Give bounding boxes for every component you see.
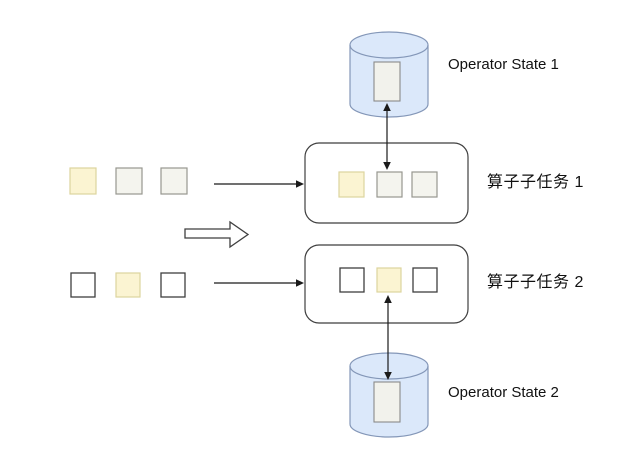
arrow-head-down-icon (384, 372, 392, 380)
subtask-2-element-yellow (376, 267, 402, 293)
subtask-2-element-white (412, 267, 438, 293)
arrow-stream1-to-subtask1 (214, 180, 304, 188)
input-stream-2 (70, 272, 186, 298)
input-stream-1 (69, 167, 188, 195)
stream-1-element-offwhite (160, 167, 188, 195)
operator-state-2-label: Operator State 2 (448, 384, 559, 401)
stream-1-element-offwhite (115, 167, 143, 195)
arrow-head-up-icon (383, 103, 391, 111)
subtask-1-box (304, 142, 469, 224)
arrow-head-icon (296, 279, 304, 287)
subtask-2-label: 算子子任务 2 (487, 274, 584, 291)
subtask-1-label: 算子子任务 1 (487, 174, 584, 191)
arrow-head-down-icon (383, 162, 391, 170)
operator-state-1-cylinder (349, 31, 429, 118)
double-arrow-subtask2-state2 (384, 295, 392, 380)
stored-state-element (373, 381, 401, 423)
stream-2-element-white (160, 272, 186, 298)
subtask-1-element-yellow (338, 171, 365, 198)
double-arrow-subtask1-state1 (383, 103, 391, 170)
cylinder-top-edge (349, 44, 429, 59)
subtask-1-element-offwhite (376, 171, 403, 198)
stream-2-element-white (70, 272, 96, 298)
block-arrow-right-icon (184, 220, 250, 249)
arrow-head-icon (296, 180, 304, 188)
subtask-2-box (304, 244, 469, 324)
stored-state-element (373, 61, 401, 102)
operator-state-2-cylinder (349, 352, 429, 438)
stream-2-element-yellow (115, 272, 141, 298)
cylinder-top-edge (349, 365, 429, 380)
arrow-head-up-icon (384, 295, 392, 303)
arrow-stream2-to-subtask2 (214, 279, 304, 287)
operator-state-1-label: Operator State 1 (448, 56, 559, 73)
stream-1-element-yellow (69, 167, 97, 195)
subtask-2-element-white (339, 267, 365, 293)
subtask-1-element-offwhite (411, 171, 438, 198)
